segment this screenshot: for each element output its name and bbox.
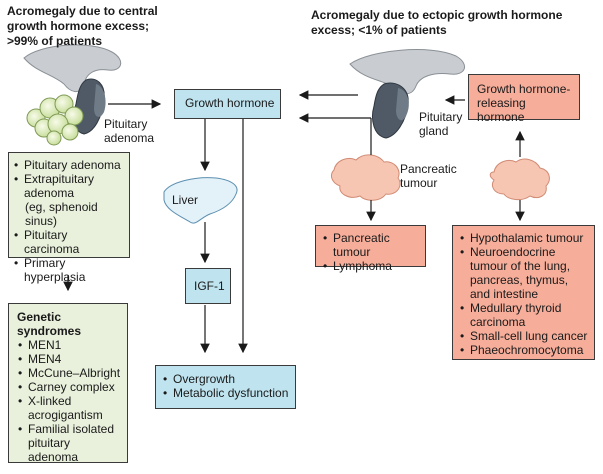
genetic-syndromes-title: Genetic syndromes (17, 310, 82, 338)
list-item: Primary hyperplasia (13, 256, 125, 284)
right-title: Acromegaly due to ectopic growth hormone… (311, 8, 563, 37)
outcomes-box: Overgrowth Metabolic dysfunction (155, 365, 296, 409)
list-item: Extrapituitary adenoma (13, 172, 125, 200)
central-causes-box: Pituitary adenoma Extrapituitary adenoma… (8, 152, 130, 284)
list-item: MEN1 (17, 338, 123, 352)
pancreatic-tumour-illustration (331, 154, 401, 201)
pancreatic-sources-box: Pancreatic tumour Lymphoma (315, 225, 426, 273)
pancreatic-tumour-label: Pancreatic tumour (400, 162, 457, 190)
list-item: Phaeochromocytoma (459, 343, 590, 357)
igf1-box: IGF-1 (185, 268, 231, 304)
liver-illustration (163, 177, 238, 224)
list-item-note: (eg, sphenoid sinus) (25, 200, 98, 228)
list-item: Pancreatic tumour (322, 231, 421, 259)
list-item: Pituitary adenoma (13, 158, 125, 172)
list-item: Overgrowth (162, 372, 291, 386)
list-item: MEN4 (17, 352, 123, 366)
ghrh-sources-box: Hypothalamic tumour Neuroendocrine tumou… (452, 225, 595, 360)
ghrh-box: Growth hormone-releasing hormone (468, 74, 580, 124)
arrows (63, 90, 525, 354)
ectopic-tumour-illustration (489, 158, 550, 201)
growth-hormone-box: Growth hormone (174, 89, 281, 119)
right-brain-illustration (349, 49, 465, 139)
pituitary-gland-label: Pituitary gland (419, 110, 463, 138)
list-item: Lymphoma (322, 259, 421, 273)
list-item: Familial isolated pituitary adenoma (17, 422, 123, 464)
list-item: Metabolic dysfunction (162, 386, 291, 400)
list-item: Hypothalamic tumour (459, 231, 590, 245)
genetic-syndromes-box: Genetic syndromes MEN1 MEN4 McCune–Albri… (8, 303, 128, 464)
pituitary-adenoma-illustration (26, 94, 84, 146)
list-item: Carney complex (17, 380, 123, 394)
list-item: Small-cell lung cancer (459, 329, 590, 343)
list-item: Pituitary carcinoma (13, 228, 125, 256)
liver-label: Liver (172, 193, 199, 207)
left-title: Acromegaly due to central growth hormone… (7, 4, 158, 48)
list-item: Medullary thyroid carcinoma (459, 301, 590, 329)
list-item: X-linked acrogigantism (17, 394, 123, 422)
list-item: McCune–Albright (17, 366, 123, 380)
pituitary-adenoma-label: Pituitary adenoma (104, 117, 155, 145)
list-item: Neuroendocrine tumour of the lung, pancr… (459, 245, 590, 301)
